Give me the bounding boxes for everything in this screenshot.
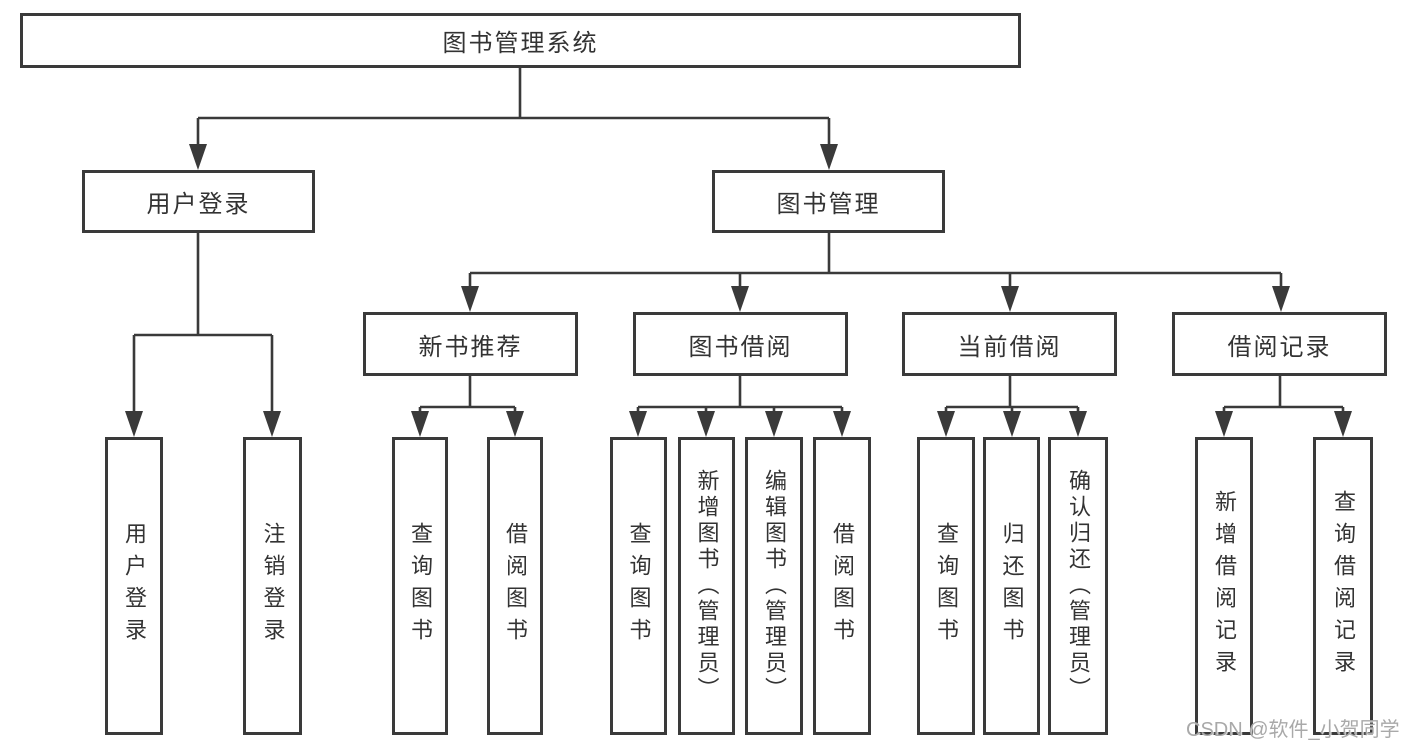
arrow-down-icon [765, 411, 783, 437]
node-label: 借阅图书 [830, 522, 855, 650]
leaf-borrow-book-1: 借阅图书 [487, 437, 543, 735]
node-label: 查询图书 [626, 522, 652, 650]
edge-user-login-to-leaves [125, 233, 281, 437]
arrow-down-icon [731, 286, 749, 312]
leaf-logout: 注销登录 [243, 437, 302, 735]
node-book-borrow: 图书借阅 [633, 312, 848, 376]
node-new-book-recommend: 新书推荐 [363, 312, 578, 376]
leaf-query-book-3: 查询图书 [917, 437, 975, 735]
edge-current-borrow-to-leaves [937, 376, 1087, 437]
leaf-add-borrow-record: 新增借阅记录 [1195, 437, 1253, 735]
node-label: 编辑图书（管理员） [762, 469, 787, 703]
node-label: 图书借阅 [688, 333, 793, 361]
arrow-down-icon [411, 411, 429, 437]
node-label: 归还图书 [999, 522, 1025, 650]
node-borrow-records: 借阅记录 [1172, 312, 1387, 376]
leaf-add-book-admin: 新增图书（管理员） [678, 437, 735, 735]
node-book-management: 图书管理 [712, 170, 945, 233]
node-label: 借阅记录 [1227, 333, 1332, 361]
arrow-down-icon [263, 411, 281, 437]
arrow-down-icon [506, 411, 524, 437]
leaf-return-book: 归还图书 [983, 437, 1040, 735]
leaf-query-book-2: 查询图书 [610, 437, 667, 735]
node-label: 查询图书 [408, 522, 433, 650]
arrow-down-icon [1001, 286, 1019, 312]
leaf-query-borrow-record: 查询借阅记录 [1313, 437, 1373, 735]
leaf-borrow-book-2: 借阅图书 [813, 437, 871, 735]
node-label: 确认归还（管理员） [1066, 469, 1091, 703]
arrow-down-icon [1003, 411, 1021, 437]
node-user-login-branch: 用户登录 [82, 170, 315, 233]
node-label: 注销登录 [260, 522, 286, 650]
node-label: 查询图书 [934, 522, 959, 650]
leaf-query-book-1: 查询图书 [392, 437, 448, 735]
arrow-down-icon [461, 286, 479, 312]
arrow-down-icon [189, 144, 207, 170]
node-label: 当前借阅 [957, 333, 1062, 361]
arrow-down-icon [697, 411, 715, 437]
csdn-watermark: CSDN @软件_小贺同学 [1186, 719, 1400, 741]
arrow-down-icon [629, 411, 647, 437]
node-label: 查询借阅记录 [1331, 490, 1356, 682]
node-label: 用户登录 [122, 522, 147, 650]
arrow-down-icon [820, 144, 838, 170]
arrow-down-icon [833, 411, 851, 437]
node-label: 图书管理 [776, 191, 881, 218]
node-root-system: 图书管理系统 [20, 13, 1021, 68]
node-label: 新增借阅记录 [1212, 490, 1237, 682]
node-label: 用户登录 [146, 191, 251, 218]
node-label: 借阅图书 [503, 522, 528, 650]
node-label: 新书推荐 [418, 333, 523, 361]
arrow-down-icon [125, 411, 143, 437]
edge-book-mgmt-to-level3 [461, 233, 1290, 312]
arrow-down-icon [1334, 411, 1352, 437]
edge-book-borrow-to-leaves [629, 376, 851, 437]
arrow-down-icon [1215, 411, 1233, 437]
node-label: 图书管理系统 [442, 30, 599, 57]
leaf-edit-book-admin: 编辑图书（管理员） [745, 437, 803, 735]
edge-root-to-level2 [189, 68, 838, 170]
arrow-down-icon [1069, 411, 1087, 437]
node-label: 新增图书（管理员） [694, 469, 720, 703]
node-current-borrow: 当前借阅 [902, 312, 1117, 376]
edge-borrow-records-to-leaves [1215, 376, 1352, 437]
edge-new-book-rec-to-leaves [411, 376, 524, 437]
arrow-down-icon [1272, 286, 1290, 312]
leaf-user-login: 用户登录 [105, 437, 163, 735]
arrow-down-icon [937, 411, 955, 437]
leaf-confirm-return-admin: 确认归还（管理员） [1048, 437, 1108, 735]
